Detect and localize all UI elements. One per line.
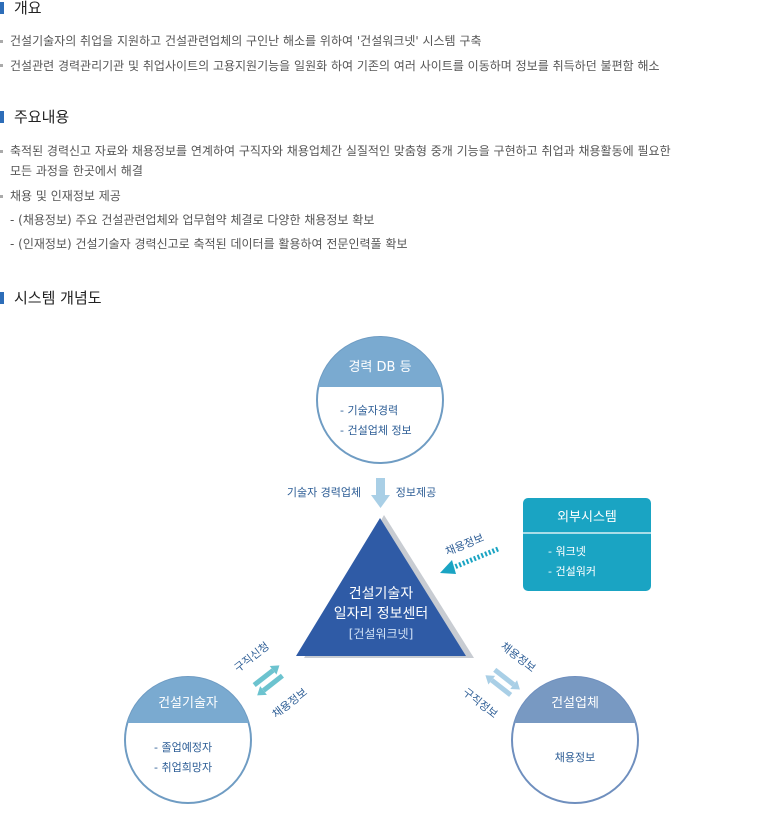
company-title: 건설업체	[551, 696, 599, 711]
left-arrow-label-top: 구직신청	[232, 640, 272, 675]
top-arrow-label-left: 기술자 경력업체	[287, 486, 361, 499]
right-arrow-label-top: 채용정보	[498, 640, 538, 675]
company-body: 채용정보	[555, 751, 595, 764]
main-content-title-text: 주요내용	[14, 108, 70, 126]
main-sub-item-2: - (인재정보) 건설기술자 경력신고로 축적된 데이터를 활용하여 전문인력풀…	[10, 237, 408, 251]
bullet-marker	[0, 64, 3, 67]
career-db-node: 경력 DB 등 - 기술자경력 - 건설업체 정보	[316, 336, 444, 464]
bullet-marker	[0, 195, 3, 198]
concept-title-text: 시스템 개념도	[14, 289, 102, 307]
bullet-marker	[0, 40, 3, 43]
title-bar-marker	[0, 111, 4, 123]
overview-title: 개요	[0, 0, 42, 17]
center-title-line-1: 건설기술자	[349, 586, 414, 602]
engineer-item-1: - 졸업예정자	[154, 741, 212, 754]
external-arrow-label: 채용정보	[443, 531, 485, 558]
main-item-2: 채용 및 인재정보 제공	[10, 189, 121, 203]
career-db-item-1: - 기술자경력	[340, 404, 398, 417]
engineer-node: 건설기술자 - 졸업예정자 - 취업희망자	[124, 676, 252, 804]
center-title-line-2: 일자리 정보센터	[334, 606, 429, 622]
external-system-item-2: - 건설워커	[548, 565, 596, 578]
external-system-item-1: - 워크넷	[548, 545, 586, 558]
left-arrow-label-bottom: 채용정보	[270, 686, 310, 721]
center-title-line-3: [건설워크넷]	[349, 627, 414, 641]
career-db-title: 경력 DB 등	[348, 360, 411, 375]
engineer-title: 건설기술자	[158, 696, 218, 711]
overview-title-text: 개요	[14, 0, 42, 17]
career-db-item-2: - 건설업체 정보	[340, 424, 412, 437]
title-bar-marker	[0, 2, 4, 14]
bullet-marker	[0, 150, 3, 153]
title-bar-marker	[0, 292, 4, 304]
company-node: 건설업체 채용정보	[511, 676, 639, 804]
right-bidirectional-arrows	[485, 667, 520, 697]
right-arrow-label-bottom: 구직정보	[460, 686, 500, 721]
overview-item-2: 건설관련 경력관리기관 및 취업사이트의 고용지원기능을 일원화 하여 기존의 …	[10, 59, 660, 73]
external-system-box: 외부시스템 - 워크넷 - 건설워커	[523, 498, 651, 591]
main-item-1-line-2: 모든 과정을 한곳에서 해결	[10, 164, 143, 178]
external-system-title: 외부시스템	[557, 510, 617, 525]
main-item-1-line-1: 축적된 경력신고 자료와 채용정보를 연계하여 구직자와 채용업체간 실질적인 …	[10, 144, 671, 158]
top-arrow-label-right: 정보제공	[396, 486, 436, 499]
main-sub-item-1: - (채용정보) 주요 건설관련업체와 업무협약 체결로 다양한 채용정보 확보	[10, 213, 375, 227]
left-bidirectional-arrows	[252, 665, 284, 696]
external-dotted-arrow	[440, 546, 499, 574]
top-down-arrow	[371, 478, 390, 508]
overview-item-1: 건설기술자의 취업을 지원하고 건설관련업체의 구인난 해소를 위하여 '건설워…	[10, 34, 482, 48]
main-content-title: 주요내용	[0, 108, 69, 126]
concept-title: 시스템 개념도	[0, 289, 102, 307]
center-info-triangle: 건설기술자 일자리 정보센터 [건설워크넷]	[296, 515, 474, 658]
engineer-item-2: - 취업희망자	[154, 761, 212, 774]
